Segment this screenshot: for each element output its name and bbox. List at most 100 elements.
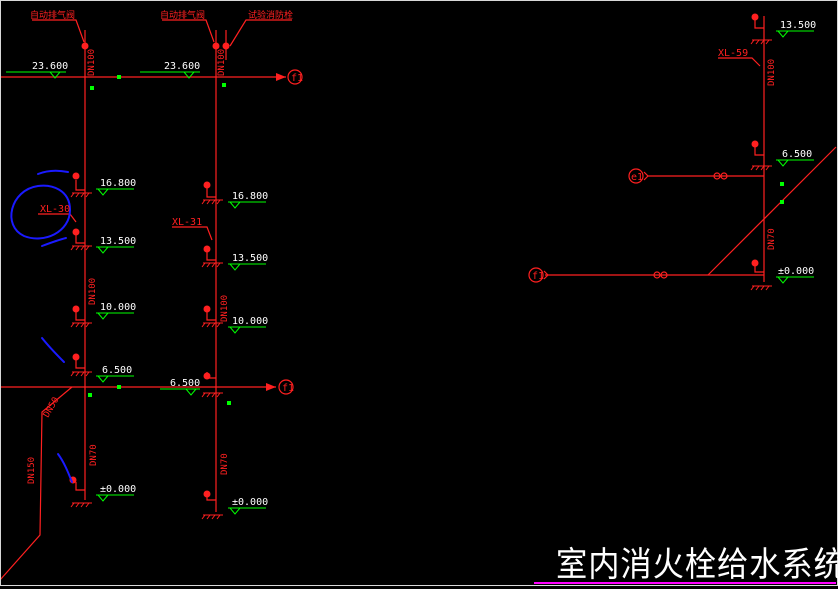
bracket-e1 xyxy=(643,171,649,181)
branch-xl30-0000 xyxy=(75,482,85,491)
hydrant-xl30-16800 xyxy=(72,172,80,180)
elevation-xl59-6500: 6.500 xyxy=(782,149,812,160)
hatch-xl30-16800 xyxy=(70,192,92,198)
elev-line-xl30-16800 xyxy=(96,188,134,196)
note-air-valve-2: 自动排气阀 xyxy=(160,9,205,21)
test-hydrant xyxy=(222,42,230,50)
valve-e1-b xyxy=(720,172,728,180)
pipe-diagonal-left xyxy=(0,386,73,581)
arrow-lower-main xyxy=(266,383,276,391)
label-dn70-xl30: DN70 xyxy=(89,444,99,466)
elev-line-xl30-10000 xyxy=(96,312,134,320)
annotation-stroke-4 xyxy=(57,453,73,483)
elevation-xl31-16800: 16.800 xyxy=(232,191,268,202)
elev-line-xl31-10000 xyxy=(228,326,266,334)
elev-line-xl30-6500 xyxy=(96,375,134,383)
connector-f1-lower-circle xyxy=(278,379,294,395)
annotation-stroke-1 xyxy=(37,169,69,175)
annotation-circle-xl30 xyxy=(10,184,72,240)
hydrant-xl30-6500 xyxy=(72,353,80,361)
hydrant-heads xyxy=(69,13,759,498)
elevation-xl30-0000: ±0.000 xyxy=(100,484,136,495)
branch-xl30-10000 xyxy=(75,312,85,321)
branch-xl30-6500 xyxy=(75,360,85,369)
valve-e1-a xyxy=(713,172,721,180)
valve-lower-3 xyxy=(227,401,231,405)
branch-xl31-10000 xyxy=(206,312,216,321)
elev-line-6500-lower xyxy=(160,388,200,396)
hatch-xl30-13500 xyxy=(70,245,92,251)
hatch-xl31-16800 xyxy=(201,199,223,205)
branch-xl30-13500 xyxy=(75,235,85,244)
elev-line-23600-a xyxy=(6,71,66,79)
hydrant-xl59-13500 xyxy=(751,13,759,21)
elev-line-xl59-6500 xyxy=(776,159,814,167)
branch-xl59-13500 xyxy=(754,20,764,29)
label-dn100-xl31: DN100 xyxy=(220,295,230,322)
hydrant-xl30-13500 xyxy=(72,228,80,236)
hydrant-xl31-10000 xyxy=(203,305,211,313)
hydrant-xl30-10000 xyxy=(72,305,80,313)
elevation-23600-left: 23.600 xyxy=(32,61,68,72)
handwritten-annotations xyxy=(10,169,73,483)
note-air-valve-1: 自动排气阀 xyxy=(30,9,75,21)
label-dn70-xl59: DN70 xyxy=(767,228,777,250)
connector-f1-top: f1 xyxy=(291,73,303,84)
elevation-xl59-13500: 13.500 xyxy=(780,20,816,31)
connector-f1-right: f1 xyxy=(532,271,544,282)
leader-note-2 xyxy=(162,19,215,43)
label-dn100-xl59: DN100 xyxy=(767,59,777,86)
hydrant-xl31-13500 xyxy=(203,245,211,253)
label-xl59: XL-59 xyxy=(718,48,748,59)
label-dn100-top-1: DN100 xyxy=(87,49,97,76)
connector-f1-top-circle xyxy=(287,69,303,85)
label-dn100-xl30: DN100 xyxy=(88,278,98,305)
drawing-title: 室内消火栓给水系统图 xyxy=(556,545,838,585)
annotation-stroke-2 xyxy=(41,237,67,247)
bracket-f1-right xyxy=(543,270,549,280)
air-valve-2 xyxy=(212,42,220,50)
elevation-marks xyxy=(6,30,814,515)
valve-f1-b xyxy=(660,271,668,279)
label-dn150-left: DN150 xyxy=(27,457,37,484)
elev-line-xl30-13500 xyxy=(96,246,134,254)
branch-xl31-13500 xyxy=(206,252,216,261)
hydrant-xl59-0000 xyxy=(751,259,759,267)
valve-top-3 xyxy=(90,86,94,90)
label-dn50-left: DN50 xyxy=(42,396,62,420)
elevation-xl31-0000: ±0.000 xyxy=(232,497,268,508)
title-underline xyxy=(534,582,836,584)
leader-xl59 xyxy=(718,57,761,67)
elevation-23600-mid: 23.600 xyxy=(164,61,200,72)
hydrant-xl31-0000 xyxy=(203,490,211,498)
hydrant-xl31-6500 xyxy=(203,372,211,380)
elevation-xl30-13500: 13.500 xyxy=(100,236,136,247)
label-dn70-xl31: DN70 xyxy=(220,453,230,475)
elevation-xl30-16800: 16.800 xyxy=(100,178,136,189)
hatch-xl30-0000 xyxy=(70,502,92,508)
text-labels: 自动排气阀 自动排气阀 试验消防栓 XL-30 XL-31 XL-59 DN10… xyxy=(27,9,816,508)
arrow-top-main xyxy=(276,73,286,81)
hatch-xl31-10000 xyxy=(201,322,223,328)
hydrant-xl31-16800 xyxy=(203,181,211,189)
elevation-xl59-0000: ±0.000 xyxy=(778,266,814,277)
valve-lower-1 xyxy=(117,385,121,389)
elev-line-xl31-0000 xyxy=(228,507,266,515)
connector-e1: e1 xyxy=(631,172,643,183)
note-test-hydrant: 试验消防栓 xyxy=(248,9,293,21)
leader-xl31 xyxy=(172,226,213,241)
hatch-xl59-6500 xyxy=(750,165,772,171)
hydrant-xl59-6500 xyxy=(751,140,759,148)
branch-xl30-16800 xyxy=(75,180,85,191)
elev-line-xl59-13500 xyxy=(776,30,814,38)
elevation-xl30-10000: 10.000 xyxy=(100,302,136,313)
valve-lower-2 xyxy=(88,393,92,397)
elevation-6500-lower: 6.500 xyxy=(170,378,200,389)
elev-line-23600-b xyxy=(140,71,200,79)
label-xl31: XL-31 xyxy=(172,217,202,228)
hatch-xl31-0000 xyxy=(201,514,223,520)
label-dn100-top-2: DN100 xyxy=(217,49,227,76)
branch-xl59-6500 xyxy=(754,147,764,156)
hatch-xl31-6500 xyxy=(201,392,223,398)
